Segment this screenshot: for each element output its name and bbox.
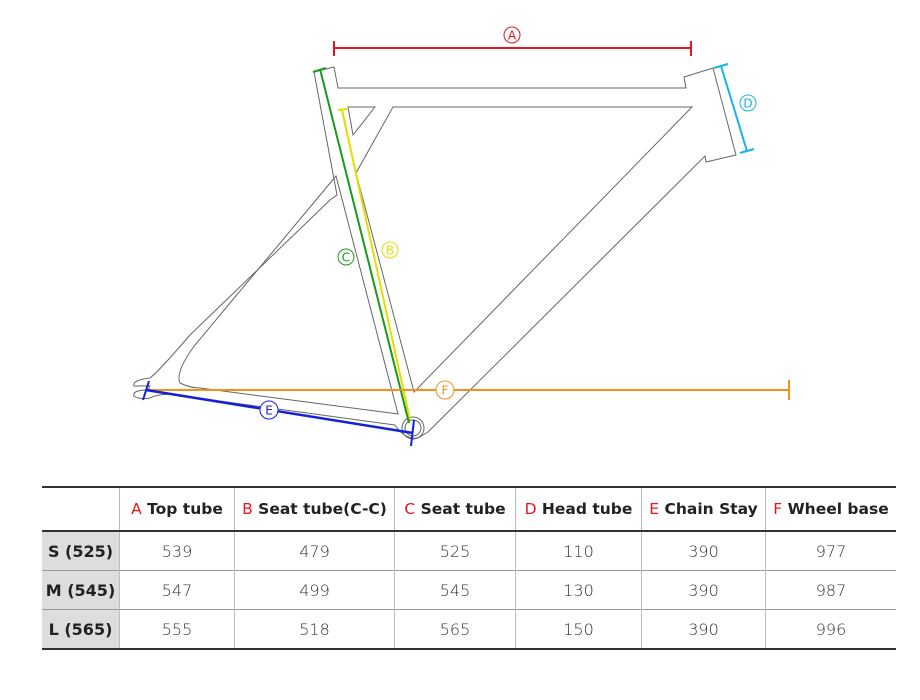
header-chain-stay: E Chain Stay [641, 487, 766, 531]
label-b: B [386, 244, 394, 258]
table-cell: 977 [765, 531, 896, 571]
table-cell: 150 [515, 609, 642, 649]
size-label: L (565) [42, 609, 120, 649]
header-label: Head tube [536, 500, 633, 518]
table-header-row: A Top tube B Seat tube(C-C) C Seat tube … [42, 487, 896, 531]
header-label: Wheel base [782, 500, 889, 518]
corner-cell [42, 487, 120, 531]
table-cell: 987 [765, 570, 896, 610]
dimension-f: F [145, 380, 790, 400]
dimension-b: B [337, 108, 411, 421]
geometry-table: A Top tube B Seat tube(C-C) C Seat tube … [42, 486, 896, 650]
label-f: F [442, 384, 449, 398]
header-letter: C [404, 500, 416, 518]
table-cell: 110 [515, 531, 642, 571]
header-letter: F [773, 500, 783, 518]
header-label: Seat tube [415, 500, 506, 518]
table-cell: 547 [119, 570, 235, 610]
header-top-tube: A Top tube [119, 487, 235, 531]
table-cell: 539 [119, 531, 235, 571]
header-letter: A [131, 500, 142, 518]
table-cell: 565 [394, 609, 516, 649]
label-c: C [342, 251, 350, 265]
header-seat-tube-cc: B Seat tube(C-C) [234, 487, 395, 531]
label-a: A [508, 29, 517, 43]
label-e: E [265, 404, 273, 418]
header-seat-tube: C Seat tube [394, 487, 516, 531]
table-cell: 390 [641, 531, 766, 571]
dimension-e: E [142, 380, 415, 447]
frame-outline [133, 66, 737, 440]
table-cell: 555 [119, 609, 235, 649]
size-label: S (525) [42, 531, 120, 571]
table-cell: 499 [234, 570, 395, 610]
header-letter: D [524, 500, 537, 518]
size-label: M (545) [42, 570, 120, 610]
header-label: Chain Stay [659, 500, 758, 518]
table-cell: 390 [641, 609, 766, 649]
table-cell: 545 [394, 570, 516, 610]
header-letter: B [242, 500, 253, 518]
header-label: Seat tube(C-C) [252, 500, 387, 518]
bike-frame-diagram: A B C D F E [133, 26, 790, 447]
label-d: D [743, 97, 752, 111]
dimension-d: D [713, 63, 757, 154]
dimension-a: A [333, 26, 692, 56]
header-letter: E [649, 500, 660, 518]
table-cell: 525 [394, 531, 516, 571]
dimension-c: C [312, 67, 410, 424]
header-wheel-base: F Wheel base [765, 487, 896, 531]
header-head-tube: D Head tube [515, 487, 642, 531]
table-cell: 390 [641, 570, 766, 610]
table-cell: 996 [765, 609, 896, 649]
table-cell: 130 [515, 570, 642, 610]
table-cell: 518 [234, 609, 395, 649]
table-cell: 479 [234, 531, 395, 571]
header-label: Top tube [141, 500, 223, 518]
